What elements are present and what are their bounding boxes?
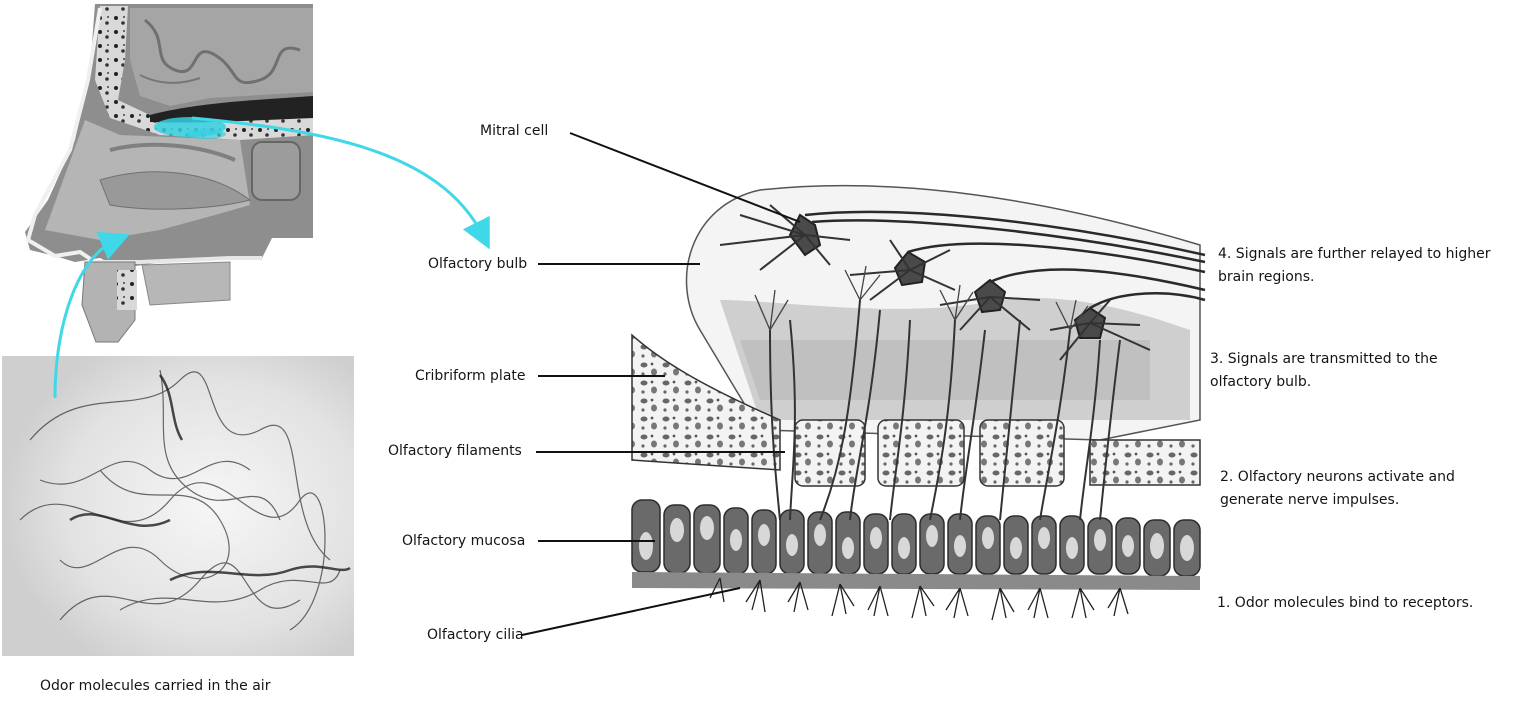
step-1-line-1: 1. Odor molecules bind to receptors. bbox=[1217, 595, 1474, 611]
step-4-line-2: brain regions. bbox=[1218, 269, 1315, 285]
olfactory-epithelium-illustration bbox=[631, 184, 1206, 621]
cyan-arrow-smoke-to-nose bbox=[53, 231, 130, 399]
odor-smoke-image bbox=[2, 356, 354, 656]
label-olfactory-filaments: Olfactory filaments bbox=[388, 443, 522, 459]
step-4-line-1: 4. Signals are further relayed to higher bbox=[1218, 246, 1491, 262]
step-2-line-2: generate nerve impulses. bbox=[1220, 492, 1400, 508]
label-olfactory-mucosa: Olfactory mucosa bbox=[402, 533, 526, 549]
step-2-line-1: 2. Olfactory neurons activate and bbox=[1220, 469, 1455, 485]
step-1-text: 1. Odor molecules bind to receptors. bbox=[1217, 592, 1473, 615]
step-3-line-1: 3. Signals are transmitted to the bbox=[1210, 351, 1438, 367]
leader-lines bbox=[521, 132, 801, 636]
leader-olfactory-cilia bbox=[521, 587, 741, 636]
step-3-text: 3. Signals are transmitted to the olfact… bbox=[1210, 348, 1438, 394]
cyan-arrow-to-detail bbox=[191, 116, 490, 250]
label-cribriform-plate: Cribriform plate bbox=[415, 368, 526, 384]
label-olfactory-cilia: Olfactory cilia bbox=[427, 627, 524, 643]
label-mitral-cell: Mitral cell bbox=[480, 123, 549, 139]
leader-mitral-cell bbox=[569, 132, 801, 223]
step-4-text: 4. Signals are further relayed to higher… bbox=[1218, 243, 1491, 289]
caption-odor-molecules: Odor molecules carried in the air bbox=[40, 678, 271, 694]
head-section-illustration bbox=[25, 4, 313, 343]
step-2-text: 2. Olfactory neurons activate and genera… bbox=[1220, 466, 1455, 512]
label-olfactory-bulb: Olfactory bulb bbox=[428, 256, 528, 272]
step-3-line-2: olfactory bulb. bbox=[1210, 374, 1312, 390]
